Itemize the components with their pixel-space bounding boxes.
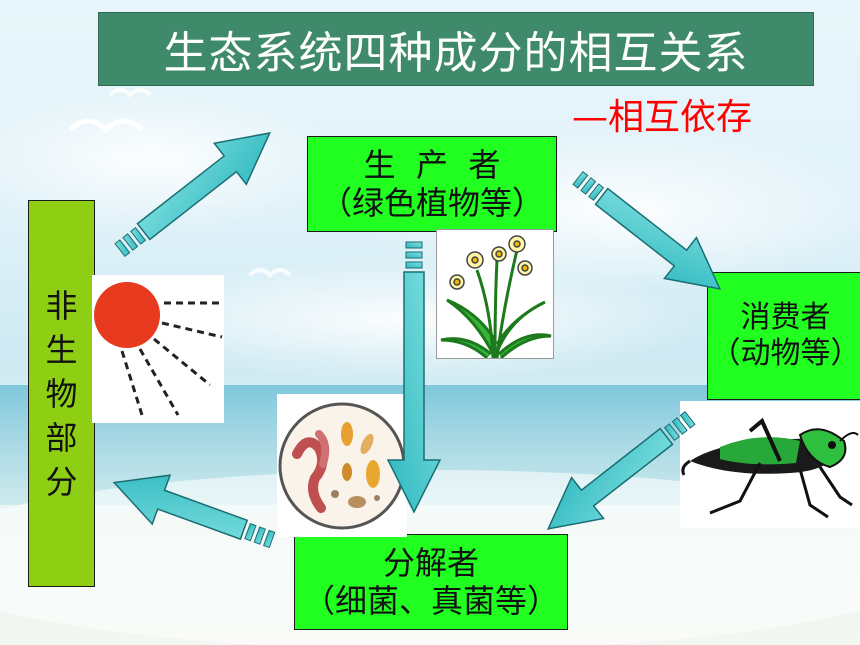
arrow-icon (386, 241, 442, 514)
abiotic-char: 非 (45, 286, 78, 325)
consumer-examples: （动物等） (710, 336, 860, 371)
abiotic-char: 物 (45, 374, 78, 413)
abiotic-char: 生 (45, 330, 78, 369)
abiotic-char: 分 (45, 462, 78, 501)
arrow-icon (114, 132, 272, 258)
arrow-icon (112, 474, 276, 549)
page-title: 生态系统四种成分的相互关系 (98, 12, 814, 86)
flower-icon (440, 235, 552, 360)
consumer-label: 消费者 (740, 300, 831, 335)
decomposer-examples: （细菌、真菌等） (302, 582, 559, 620)
decomposer-label: 分解者 (382, 543, 479, 582)
producer-examples: （绿色植物等） (319, 184, 544, 222)
microbe-icon (278, 402, 406, 530)
arrow-icon (546, 410, 696, 530)
arrow-icon (572, 170, 722, 290)
flower-picture (436, 229, 554, 360)
sun-picture (92, 275, 224, 423)
abiotic-char: 部 (45, 418, 78, 457)
grasshopper-icon (681, 417, 859, 519)
producer-box: 生 产 者 （绿色植物等） (307, 136, 557, 232)
producer-label: 生 产 者 (363, 145, 501, 184)
grasshopper-picture (680, 401, 860, 528)
sun-icon (94, 282, 224, 416)
decomposer-box: 分解者 （细菌、真菌等） (294, 534, 568, 630)
subtitle: —相互依存 (572, 97, 753, 138)
title-text: 生态系统四种成分的相互关系 (163, 28, 749, 79)
microbe-picture (277, 394, 407, 537)
abiotic-box: 非 生 物 部 分 (28, 200, 95, 587)
consumer-box: 消费者 （动物等） (707, 272, 860, 400)
